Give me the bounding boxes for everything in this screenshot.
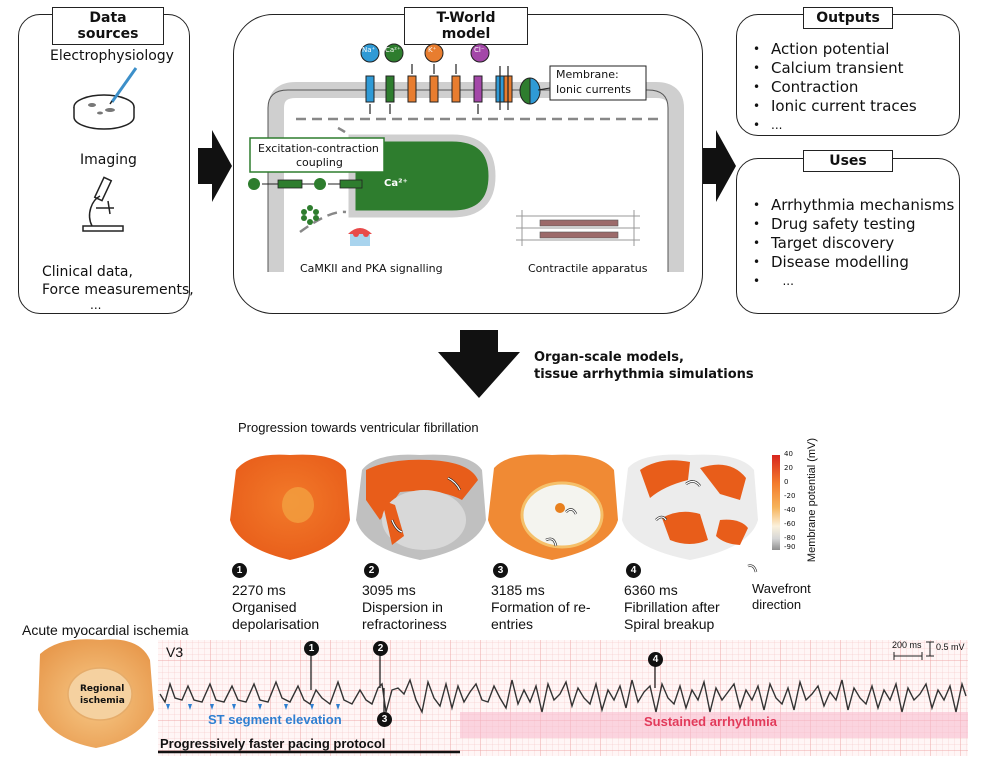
ionic-currents-label: Ionic currents (556, 83, 631, 96)
ecg-marker: 1 (304, 641, 319, 656)
wavefront-label: Wavefront (752, 581, 811, 596)
output-item: Ionic current traces (753, 97, 917, 116)
sustained-arrhythmia-label: Sustained arrhythmia (644, 714, 777, 729)
clinical-data-label: Clinical data, (42, 264, 133, 280)
step-badge: 1 (232, 563, 247, 578)
colorbar-tick: 0 (784, 478, 789, 486)
sr-ca-label: Ca²⁺ (384, 178, 408, 189)
use-item: ... (753, 272, 954, 291)
tissue-arrhythmia-label: tissue arrhythmia simulations (534, 367, 754, 382)
progression-title: Progression towards ventricular fibrilla… (238, 420, 479, 435)
uses-title: Uses (803, 150, 893, 172)
tworld-title: T-World model (404, 7, 528, 45)
data-sources-ellipsis: ... (90, 298, 102, 312)
organ-scale-label: Organ-scale models, (534, 350, 684, 365)
step-desc-2: entries (491, 616, 534, 632)
pacing-protocol-label: Progressively faster pacing protocol (160, 736, 386, 751)
use-item: Disease modelling (753, 253, 954, 272)
output-item: ... (753, 116, 917, 135)
step-desc-1: Formation of re- (491, 599, 591, 615)
output-item: Action potential (753, 40, 917, 59)
step-desc-1: Organised (232, 599, 297, 615)
use-item: Arrhythmia mechanisms (753, 196, 954, 215)
colorbar-tick: 20 (784, 464, 793, 472)
force-measurements-label: Force measurements, (42, 282, 194, 298)
outputs-title: Outputs (803, 7, 893, 29)
outputs-list: Action potential Calcium transient Contr… (753, 40, 917, 135)
ec-coupling-label: Excitation-contraction (258, 142, 379, 155)
step-time: 6360 ms (624, 582, 678, 598)
scale-time-label: 200 ms (892, 640, 922, 650)
ecg-marker: 2 (373, 641, 388, 656)
use-item: Target discovery (753, 234, 954, 253)
step-desc-2: refractoriness (362, 616, 447, 632)
ecg-marker: 3 (377, 712, 392, 727)
ion-k: K⁺ (428, 46, 437, 54)
use-item: Drug safety testing (753, 215, 954, 234)
ion-ca: Ca²⁺ (385, 46, 401, 54)
step-time: 3185 ms (491, 582, 545, 598)
data-sources-title: Data sources (52, 7, 164, 45)
uses-list: Arrhythmia mechanisms Drug safety testin… (753, 196, 954, 291)
regional-ischemia-label: Regional (80, 684, 125, 694)
step-time: 2270 ms (232, 582, 286, 598)
membrane-label: Membrane: (556, 68, 619, 81)
data-sources-panel (18, 14, 190, 314)
step-desc-2: Spiral breakup (624, 616, 715, 632)
colorbar-tick: -80 (784, 534, 796, 542)
ec-coupling-label-2: coupling (296, 156, 343, 169)
ecg-lead-label: V3 (166, 644, 184, 660)
contractile-label: Contractile apparatus (528, 262, 648, 275)
electrophysiology-label: Electrophysiology (50, 48, 174, 64)
colorbar-label: Membrane potential (mV) (806, 437, 818, 563)
step-badge: 3 (493, 563, 508, 578)
ecg-marker: 4 (648, 652, 663, 667)
step-desc-2: depolarisation (232, 616, 320, 632)
scale-voltage-label: 0.5 mV (936, 642, 965, 652)
step-desc-1: Fibrillation after (624, 599, 720, 615)
colorbar-tick: -90 (784, 543, 796, 551)
colorbar-tick: -20 (784, 492, 796, 500)
ischemia-title: Acute myocardial ischemia (22, 622, 189, 638)
step-badge: 2 (364, 563, 379, 578)
step-badge: 4 (626, 563, 641, 578)
output-item: Contraction (753, 78, 917, 97)
colorbar-tick: -40 (784, 506, 796, 514)
ion-cl: Cl⁻ (474, 46, 485, 54)
regional-ischemia-label-2: ischemia (80, 696, 125, 706)
camkii-label: CaMKII and PKA signalling (300, 262, 443, 275)
ion-na: Na⁺ (362, 46, 376, 54)
output-item: Calcium transient (753, 59, 917, 78)
step-time: 3095 ms (362, 582, 416, 598)
imaging-label: Imaging (80, 152, 137, 168)
colorbar-tick: 40 (784, 450, 793, 458)
st-segment-label: ST segment elevation (208, 712, 342, 727)
colorbar-tick: -60 (784, 520, 796, 528)
step-desc-1: Dispersion in (362, 599, 443, 615)
wavefront-label-2: direction (752, 597, 802, 612)
